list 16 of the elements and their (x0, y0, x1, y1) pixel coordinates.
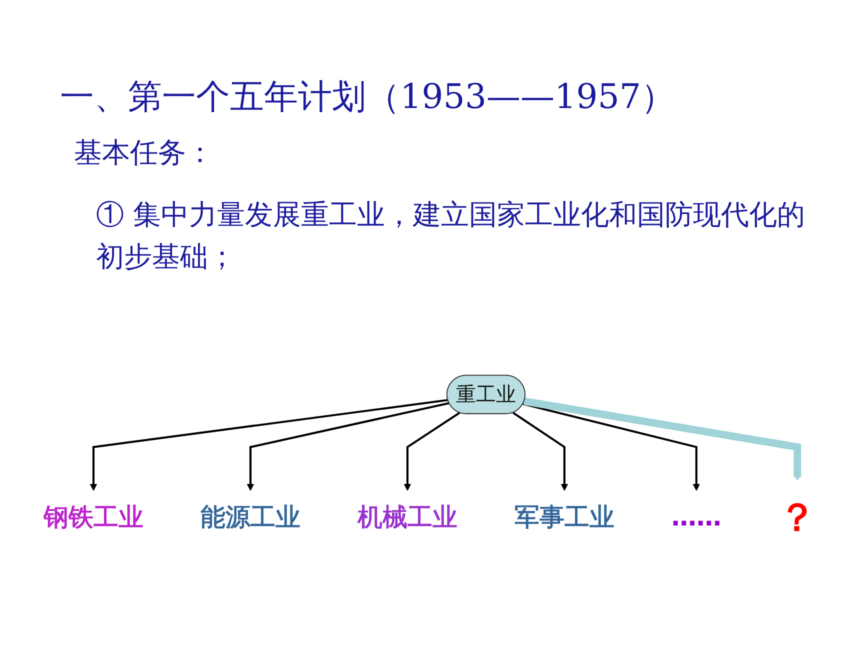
industry-label: 军事工业 (514, 503, 615, 532)
ellipsis-label: …… (671, 503, 722, 532)
block-arrow (524, 398, 802, 481)
industry-label: 钢铁工业 (43, 503, 144, 532)
arrow (246, 402, 450, 491)
arrow (522, 403, 700, 491)
subheading: 基本任务： (74, 135, 214, 171)
title: 一、第一个五年计划（1953——1957） (60, 76, 676, 119)
oval-node: 重工业 (446, 374, 526, 414)
question-mark: ？ (778, 494, 817, 540)
arrow (512, 412, 568, 491)
industry-label: 能源工业 (200, 503, 301, 532)
task-text: ① 集中力量发展重工业，建立国家工业化和国防现代化的初步基础； (96, 197, 806, 275)
industry-label: 机械工业 (357, 503, 458, 532)
arrow (404, 412, 460, 491)
arrow (90, 398, 448, 491)
